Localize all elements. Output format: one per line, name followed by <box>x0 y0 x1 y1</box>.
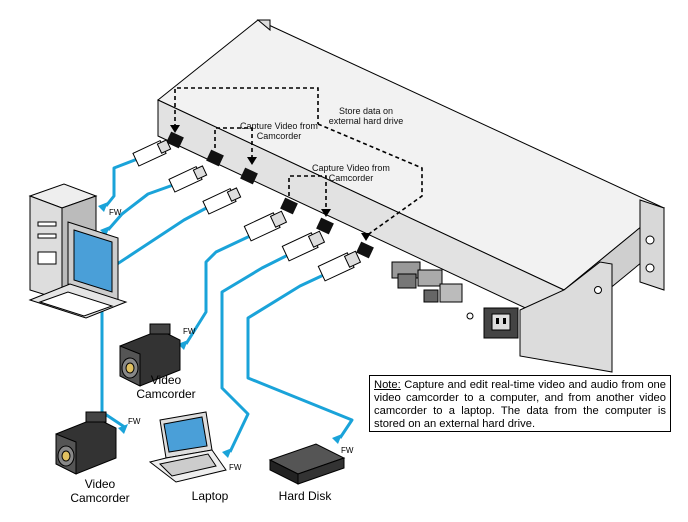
flow-arrowheads <box>170 125 371 241</box>
firewire-port <box>206 149 224 167</box>
store-data-callout: Store data on external hard drive <box>328 106 404 127</box>
capture-video-callout-middle: Capture Video from Camcorder <box>312 163 390 184</box>
fw-label: FW <box>183 327 196 336</box>
firewire-cables <box>100 156 354 453</box>
note-text: Capture and edit real-time video and aud… <box>374 379 667 430</box>
camcorder-label: Video Camcorder <box>136 373 196 401</box>
hard-disk-icon <box>268 443 346 485</box>
firewire-port <box>166 131 184 149</box>
capture-video-callout-top: Capture Video from Camcorder <box>240 121 318 142</box>
data-flow-paths <box>174 87 423 237</box>
laptop-icon <box>148 411 227 483</box>
fw-label: FW <box>229 463 242 472</box>
computer-icon <box>28 183 128 319</box>
terminal-block <box>391 261 463 303</box>
fw-label: FW <box>341 446 354 455</box>
firewire-port <box>280 197 298 215</box>
fw-label: FW <box>109 208 122 217</box>
firewire-port <box>356 241 374 259</box>
camcorder-label: Video Camcorder <box>70 477 130 505</box>
note-box: Note: Capture and edit real-time video a… <box>369 375 671 432</box>
hard-disk-label: Hard Disk <box>278 489 332 503</box>
note-title: Note: <box>374 379 401 391</box>
fw-label: FW <box>128 417 141 426</box>
video-camcorder-icon <box>55 411 117 475</box>
power-socket <box>466 307 519 339</box>
firewire-port <box>316 217 334 235</box>
cable-arrowheads <box>98 202 342 458</box>
cable-connectors <box>132 139 362 282</box>
laptop-label: Laptop <box>191 489 229 503</box>
video-camcorder-icon <box>119 323 181 387</box>
firewire-port <box>240 167 258 185</box>
